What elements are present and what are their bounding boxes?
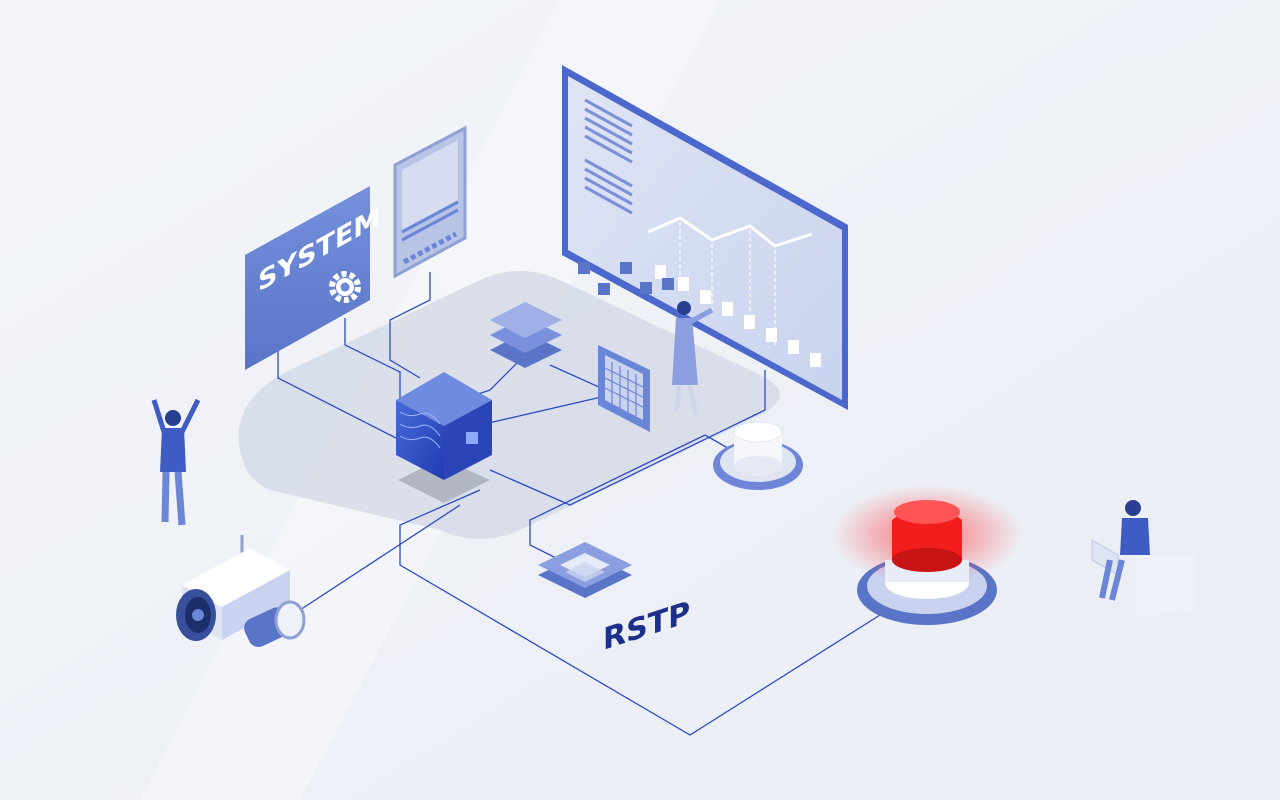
person-presenting [672, 301, 714, 416]
platform-shadow [238, 271, 781, 539]
gear-icon [329, 271, 361, 303]
dashboard-screen [562, 65, 848, 410]
bar-markers [655, 265, 821, 367]
stack-icon [490, 302, 562, 368]
server-cube-icon [396, 372, 492, 503]
text-lines [584, 98, 633, 215]
rstp-module [538, 542, 632, 598]
small-cubes [578, 262, 674, 295]
security-camera-icon [176, 535, 306, 648]
line-chart [647, 216, 813, 248]
person-with-laptop [1091, 500, 1195, 618]
person-cheering [151, 398, 201, 526]
chip-icon [598, 345, 650, 432]
database-cylinder-icon [713, 421, 803, 490]
tablet-icon [393, 125, 467, 279]
alarm-siren-icon [832, 485, 1022, 625]
